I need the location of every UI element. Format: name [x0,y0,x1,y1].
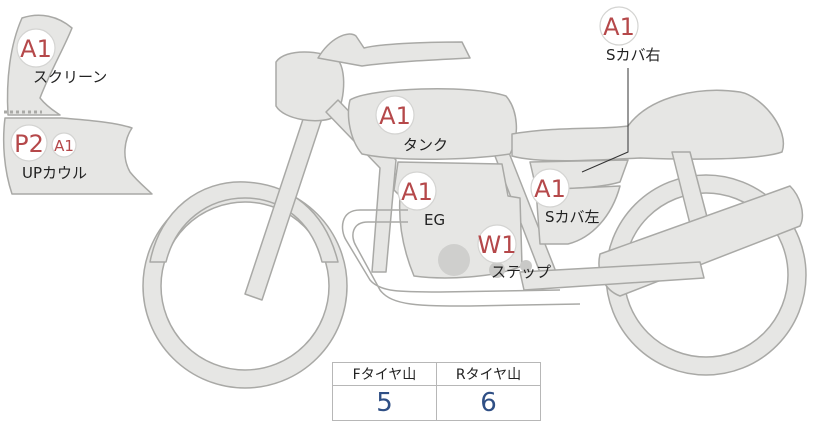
handlebar [317,33,471,67]
engine-grade-text: A1 [401,178,433,206]
swingarm [519,261,705,291]
step-grade-text: W1 [478,231,517,259]
upcowl-label: UPカウル [22,164,87,182]
side-cover-left-grade-text: A1 [534,175,566,203]
engine-label: EG [424,211,445,229]
upcowl-grade-badge: P2 [10,124,48,162]
rear-tire-tread-header: Rタイヤ山 [436,362,541,386]
front-wheel [142,183,348,389]
footpeg [489,262,505,278]
tank-label: タンク [403,136,448,154]
step-grade-badge: W1 [477,224,517,264]
side-cover-left-label: Sカバ左 [545,208,600,226]
engine-cover [438,244,470,276]
exhaust-pipe-upper [341,209,561,293]
tank-grade-badge: A1 [375,95,415,135]
headlight [275,51,345,122]
side-cover-right-label: Sカバ右 [606,46,661,64]
tire-tread-header-row: Fタイヤ山 Rタイヤ山 [332,362,541,386]
front-tire-tread-value: 5 [332,385,437,421]
side-cover-right-grade-badge: A1 [599,6,639,46]
screen-grade-badge: A1 [16,28,56,68]
engine-grade-badge: A1 [397,171,437,211]
upcowl-grade-sub-text: A1 [54,137,74,155]
upcowl-grade-main-text: P2 [14,130,44,158]
side-cover-right-grade-text: A1 [603,13,635,41]
tire-tread-value-row: 5 6 [332,385,541,421]
upcowl-sub-grade-badge: A1 [51,132,77,158]
exhaust-pipe-lower [352,221,581,307]
rear-tire-tread-value: 6 [436,385,541,421]
tank-grade-text: A1 [379,102,411,130]
seat [511,89,785,162]
tire-tread-table: Fタイヤ山 Rタイヤ山 5 6 [332,362,541,421]
step-label: ステップ [491,263,551,281]
side-cover-left-grade-badge: A1 [530,168,570,208]
screen-grade-text: A1 [20,35,52,63]
side-cover-right-leader [581,68,629,173]
footpeg-rear [520,260,532,272]
front-tire-tread-header: Fタイヤ山 [332,362,437,386]
screen-label: スクリーン [33,68,107,86]
motorcycle-illustration [142,33,807,389]
